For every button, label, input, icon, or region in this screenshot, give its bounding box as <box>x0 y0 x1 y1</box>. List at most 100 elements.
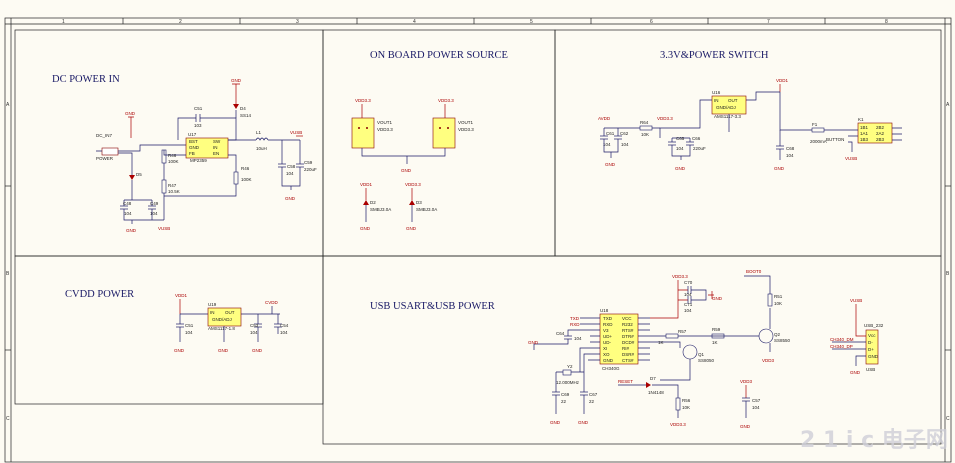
dc-r47-val: 10.5K <box>168 189 180 194</box>
tick-5: 5 <box>530 19 533 25</box>
usb-xtal-val: 12.000MHz <box>556 380 580 385</box>
switch-fuse-ref: F1 <box>812 122 818 127</box>
tick-b-left: B <box>6 271 10 277</box>
cvdd-ic-part: AMS1117-1.8 <box>208 326 235 331</box>
usb-cx2-ref: C67 <box>589 392 598 397</box>
dc-vusb-net: VUSB <box>290 130 302 135</box>
usb-r56 <box>675 397 681 411</box>
dc-diode-top <box>233 104 239 109</box>
usb-gnd-6: GND <box>850 370 861 375</box>
usb-net-rxd: RXD <box>570 322 580 327</box>
onboard-d-right-val: SMBJ3.0A <box>416 207 437 212</box>
tick-b-right: B <box>946 271 950 277</box>
usb-q1-val: SS8050 <box>698 358 715 363</box>
title-usb-usart-power: USB USART&USB POWER <box>370 301 495 312</box>
usb-pin-l6: XI <box>603 346 607 351</box>
usb-net-txd: TXD <box>570 316 580 321</box>
dc-ic-pin-gnd: GND <box>189 145 200 150</box>
usb-conn-vusb: VUSB <box>850 298 862 303</box>
tick-c-right: C <box>946 416 950 422</box>
cvdd-c1-ref: C51 <box>185 323 194 328</box>
dc-inductor <box>255 137 269 141</box>
dc-c-out1-ref: C58 <box>287 164 296 169</box>
switch-fuse-val: 2000mA <box>810 139 827 144</box>
usb-pin-l1: TXD <box>603 316 613 321</box>
dc-ic-pin-fb: FB <box>189 151 195 156</box>
usb-r56-ref: R56 <box>682 398 691 403</box>
switch-k1-pin4: 2A2 <box>876 131 885 136</box>
usb-conn-pin4: GND <box>868 354 879 359</box>
usb-gnd-2: GND <box>550 420 561 425</box>
onboard-left-pin2: VDD3.3 <box>377 127 393 132</box>
dc-r46 <box>161 149 167 164</box>
dc-d-top-ref: D4 <box>240 106 246 111</box>
switch-k1-pin5: 1B3 <box>860 137 869 142</box>
usb-c-top1-ref: C70 <box>684 280 693 285</box>
onboard-reg-left <box>351 117 375 149</box>
cvdd-c2-val: 104 <box>250 330 258 335</box>
switch-vdd33: VDD3.3 <box>657 116 673 121</box>
switch-c3-ref: C65 <box>676 136 685 141</box>
switch-k1-pin6: 2B3 <box>876 137 885 142</box>
switch-k1-label: BUTTON <box>826 137 844 142</box>
onboard-left-pin1: VOUT1 <box>377 120 393 125</box>
dc-ic-pin-sw: SW <box>213 139 221 144</box>
usb-net-dm: CH340_DM <box>830 337 854 342</box>
usb-pin-r6: RI# <box>622 346 630 351</box>
tick-8: 8 <box>885 19 888 25</box>
cvdd-c1-val: 104 <box>185 330 193 335</box>
usb-c-right-ref: C57 <box>752 398 761 403</box>
cvdd-ic-ref: U19 <box>208 302 217 307</box>
dc-ic-pin-bst: BST <box>189 139 198 144</box>
cvdd-net-in: VDD1 <box>175 293 188 298</box>
onboard-gnd-2: GND <box>360 226 371 231</box>
dc-c-out2-val: 220uF <box>304 167 317 172</box>
dc-led-ref: D5 <box>136 172 142 177</box>
dc-c-top-ref: C51 <box>194 106 203 111</box>
dc-r46-ref: R46 <box>168 153 177 158</box>
usb-net-boot0: BOOT0 <box>746 269 762 274</box>
dc-c-top-val: 103 <box>194 123 202 128</box>
switch-ic-part: AMS1117-3.3 <box>714 114 741 119</box>
cvdd-pin-out: OUT <box>225 310 235 315</box>
onboard-net-right: VDD3.3 <box>438 98 454 103</box>
cvdd-pin-gnd: GND/ADJ <box>212 317 232 322</box>
usb-pin-r2: R232 <box>622 322 633 327</box>
onboard-net-left: VDD3.3 <box>355 98 371 103</box>
usb-connector <box>865 329 879 365</box>
onboard-d-right-ref: D3 <box>416 200 422 205</box>
switch-pin-in: IN <box>714 98 719 103</box>
switch-r64-val: 10K <box>641 132 649 137</box>
tick-c-left: C <box>6 416 10 422</box>
dc-ic-mp2359 <box>185 137 229 159</box>
onboard-power-circuit: VDD3.3 VDD3.3 VOUT1 VDD3.3 VOUT1 VDD3.3 … <box>351 98 474 231</box>
switch-c2-ref: C62 <box>620 131 629 136</box>
onboard-right-pin1: VOUT1 <box>458 120 474 125</box>
dc-led <box>129 175 135 180</box>
usb-pin-l8: GND <box>603 358 614 363</box>
usb-pin-l5: UD- <box>603 340 611 345</box>
dc-gnd-4: GND <box>126 228 137 233</box>
usb-ic-right-pins: VCC R232 RTS# DTR# DCD# RI# DSR# CTS# <box>622 316 635 363</box>
onboard-gnd-3: GND <box>406 226 417 231</box>
dc-r-en <box>233 171 239 185</box>
switch-vusb: VUSB <box>845 156 857 161</box>
switch-net-top: VDD1 <box>776 78 789 83</box>
title-on-board-power-source: ON BOARD POWER SOURCE <box>370 50 508 61</box>
switch-gnd-2: GND <box>675 166 686 171</box>
border-ticks-top: 1 2 3 4 5 6 7 8 <box>62 18 888 25</box>
tick-a-right: A <box>946 102 950 108</box>
dc-c-en-ref: C49 <box>150 201 159 206</box>
switch-avdd: AVDD <box>598 116 611 121</box>
switch-c3-val: 104 <box>676 146 684 151</box>
usb-pin-l4: UD+ <box>603 334 612 339</box>
usb-pin-l7: XO <box>603 352 610 357</box>
dc-l1-ref: L1 <box>256 130 262 135</box>
sheet-border <box>4 17 952 463</box>
usb-gnd-4: GND <box>712 296 723 301</box>
switch-c-out-val: 104 <box>786 153 794 158</box>
usb-q2 <box>758 328 774 344</box>
usb-r59 <box>711 333 725 339</box>
tick-3: 3 <box>296 19 299 25</box>
tick-6: 6 <box>650 19 653 25</box>
